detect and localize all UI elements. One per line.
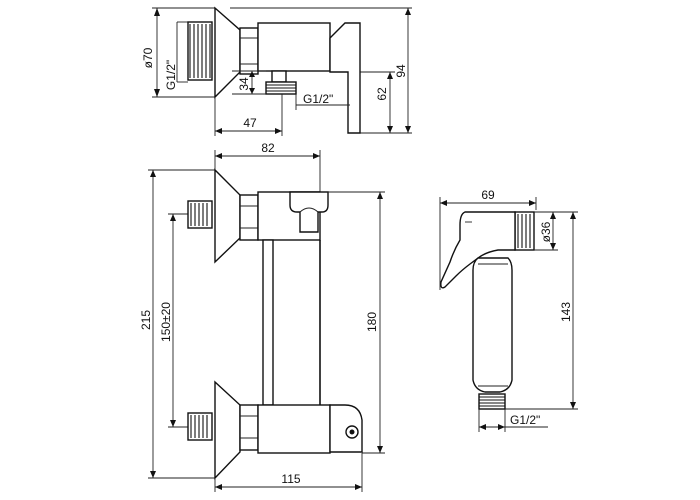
dim-width-115: 115 [214,453,363,492]
spray-nozzle [514,211,535,251]
dim-height-215-label: 215 [139,310,153,330]
outlet-stem-top [271,70,287,83]
dim-height-62: 62 [375,72,393,133]
dim-height-94: 94 [394,8,411,133]
dim-width-82-label: 82 [261,141,275,155]
top-view: ø70 G1/2" [141,6,412,136]
dim-hand-thread: G1/2" [478,409,548,432]
dim-outlet-thread: G1/2" [295,92,350,110]
body-top [257,22,331,72]
dim-inlet-thread-label: G1/2" [164,60,178,90]
dim-diameter-36: ø36 [534,211,558,251]
dim-depth-34-label: 34 [237,77,251,91]
dim-height-180-label: 180 [365,312,379,332]
hand-shower-view: 69 ø [439,188,578,432]
dim-width-115-label: 115 [281,472,300,486]
dim-length-69-label: 69 [481,188,495,202]
dim-depth-34: 34 [232,70,266,95]
dim-height-180: 180 [320,191,385,454]
dim-diameter-70-label: ø70 [141,47,155,68]
dim-hand-thread-label: G1/2" [510,413,540,427]
dim-inlet-thread: G1/2" [164,21,188,90]
nut-top [239,27,259,75]
outlet-thread-top [265,81,297,95]
dim-outlet-thread-label: G1/2" [303,92,333,106]
dim-diameter-36-label: ø36 [539,221,553,242]
inlet-thread-top [187,21,213,81]
mixer-body [257,191,363,454]
lever-top [329,22,361,134]
dim-height-62-label: 62 [375,87,389,101]
hand-grip [472,257,513,393]
dim-height-215: 215 [139,169,215,479]
dim-width-82: 82 [214,141,321,192]
hand-shower-thread [478,393,506,410]
lower-inlet [187,380,259,480]
front-view: 82 215 150±20 [139,141,385,492]
dim-offset-47: 47 [214,94,283,136]
upper-inlet [187,168,259,264]
dim-height-143-label: 143 [559,302,573,322]
dim-centers-150: 150±20 [159,213,188,428]
dim-height-143: 143 [505,211,578,410]
dim-offset-47-label: 47 [243,116,257,130]
dim-height-94-label: 94 [394,64,408,78]
dim-length-69: 69 [439,188,537,290]
dim-centers-150-label: 150±20 [159,302,173,342]
spray-head [440,211,516,289]
dim-diameter-70: ø70 [141,8,160,97]
